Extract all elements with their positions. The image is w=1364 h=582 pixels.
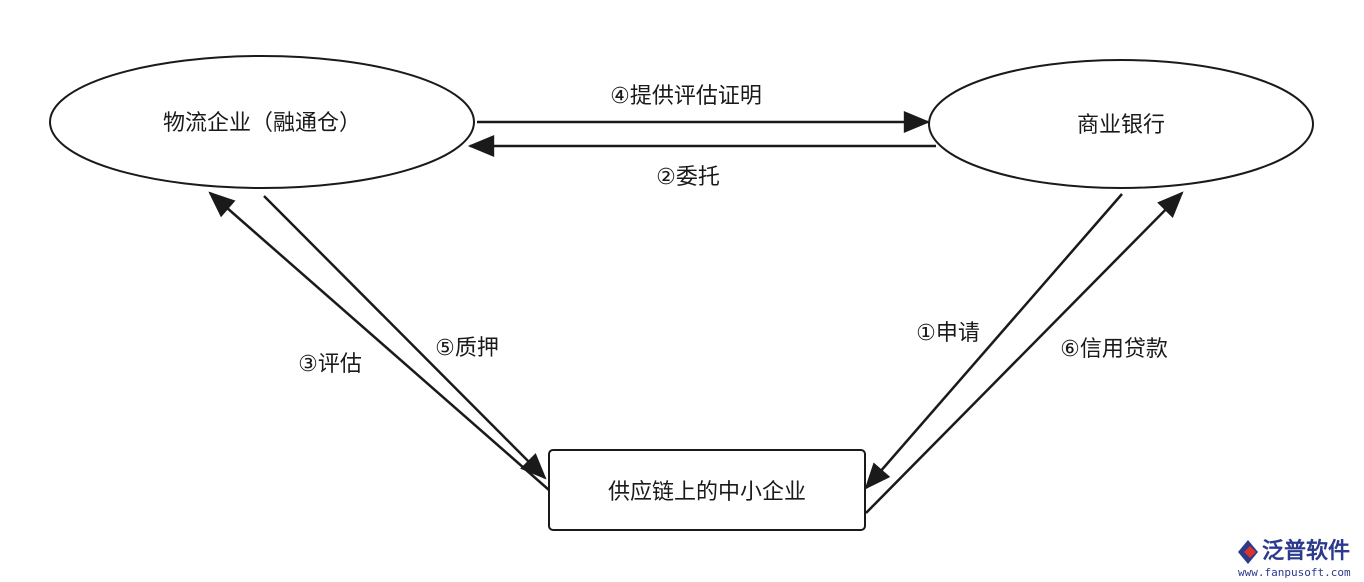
edge-provide-proof: ④提供评估证明: [477, 84, 931, 133]
edge-credit-loan-label: ⑥信用贷款: [1060, 337, 1168, 362]
edge-entrust-label: ②委托: [656, 165, 720, 190]
brand-url: www.fanpusoft.com: [1238, 566, 1351, 579]
brand-watermark: 泛普软件 www.fanpusoft.com: [1238, 538, 1351, 579]
brand-name: 泛普软件: [1262, 538, 1350, 564]
edge-evaluate: ③评估: [208, 191, 550, 491]
edge-pledge-label: ⑤质押: [435, 336, 499, 361]
brand-logo-icon: [1238, 540, 1258, 564]
edge-apply: ①申请: [864, 193, 1123, 490]
node-bank-label: 商业银行: [1077, 113, 1165, 138]
node-sme: 供应链上的中小企业: [548, 449, 866, 531]
edge-credit-loan: ⑥信用贷款: [865, 191, 1184, 514]
node-commercial-bank: 商业银行: [928, 59, 1314, 189]
edge-apply-label: ①申请: [916, 321, 980, 346]
edge-pledge: ⑤质押: [263, 195, 547, 480]
edge-entrust: ②委托: [467, 135, 936, 190]
node-sme-label: 供应链上的中小企业: [608, 480, 806, 505]
node-logistics-enterprise: 物流企业（融通仓）: [49, 55, 475, 189]
node-logistics-label: 物流企业（融通仓）: [163, 111, 361, 136]
edge-provide-proof-label: ④提供评估证明: [610, 84, 762, 109]
edge-evaluate-label: ③评估: [298, 352, 362, 377]
